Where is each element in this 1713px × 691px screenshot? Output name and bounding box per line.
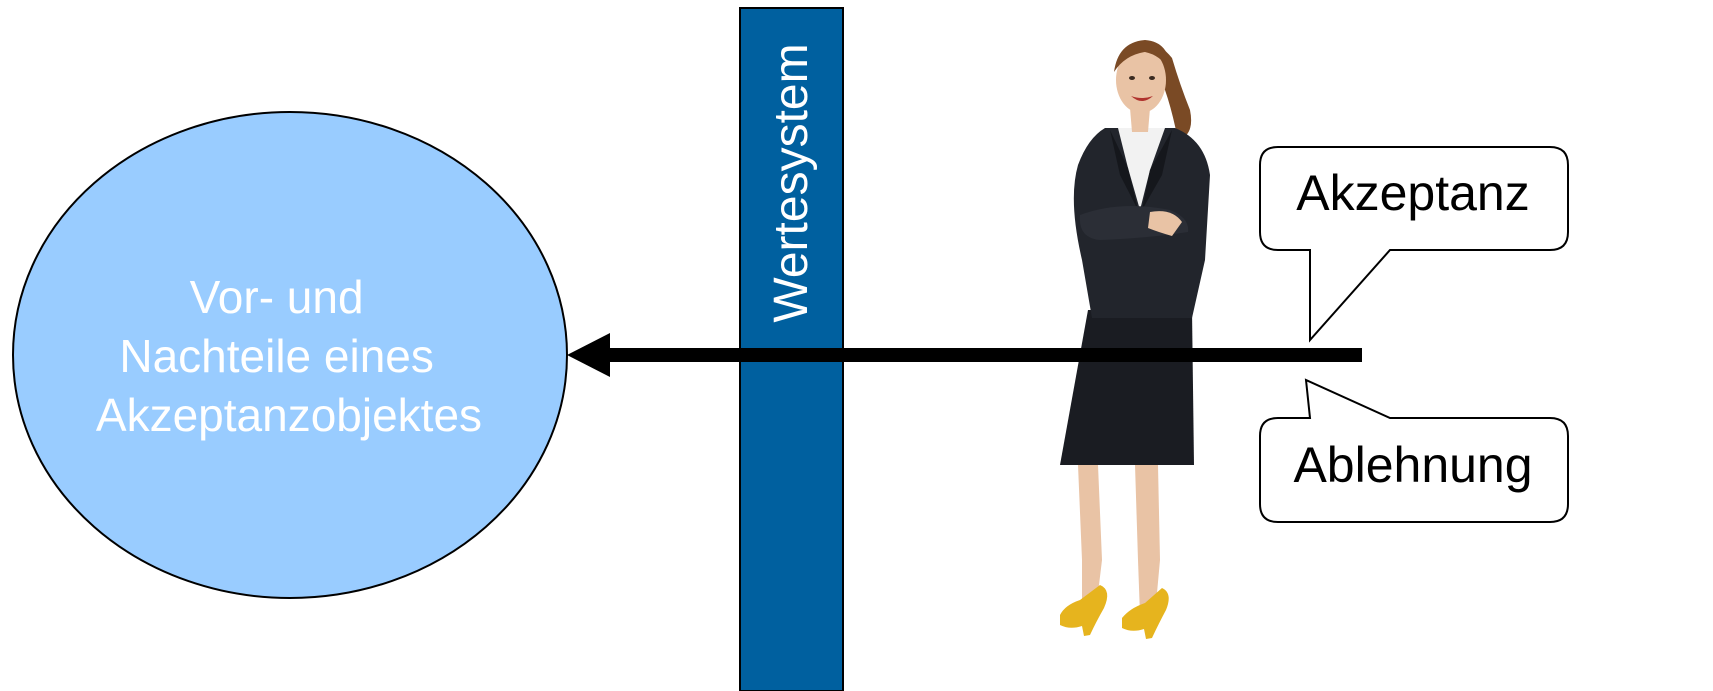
callout-acceptance: Akzeptanz [1259,146,1569,343]
ellipse-line-3: Akzeptanzobjektes [96,389,482,441]
callout-acceptance-label: Akzeptanz [1296,165,1529,221]
ellipse-line-1: Vor- und [190,271,364,323]
callout-rejection-label: Ablehnung [1293,437,1532,493]
value-system-label: Wertesystem [765,43,818,322]
influence-arrow [567,333,1362,377]
ellipse-text: Vor- und Nachteile eines Akzeptanzobjekt… [96,271,482,441]
callout-rejection: Ablehnung [1259,378,1569,523]
callout-rejection-shape [1259,378,1569,523]
callout-acceptance-shape [1259,146,1569,343]
acceptance-object-ellipse: Vor- und Nachteile eines Akzeptanzobjekt… [12,111,568,599]
ellipse-line-2: Nachteile eines [119,330,434,382]
businesswoman-icon [1060,40,1210,639]
arrow-head [567,333,610,377]
